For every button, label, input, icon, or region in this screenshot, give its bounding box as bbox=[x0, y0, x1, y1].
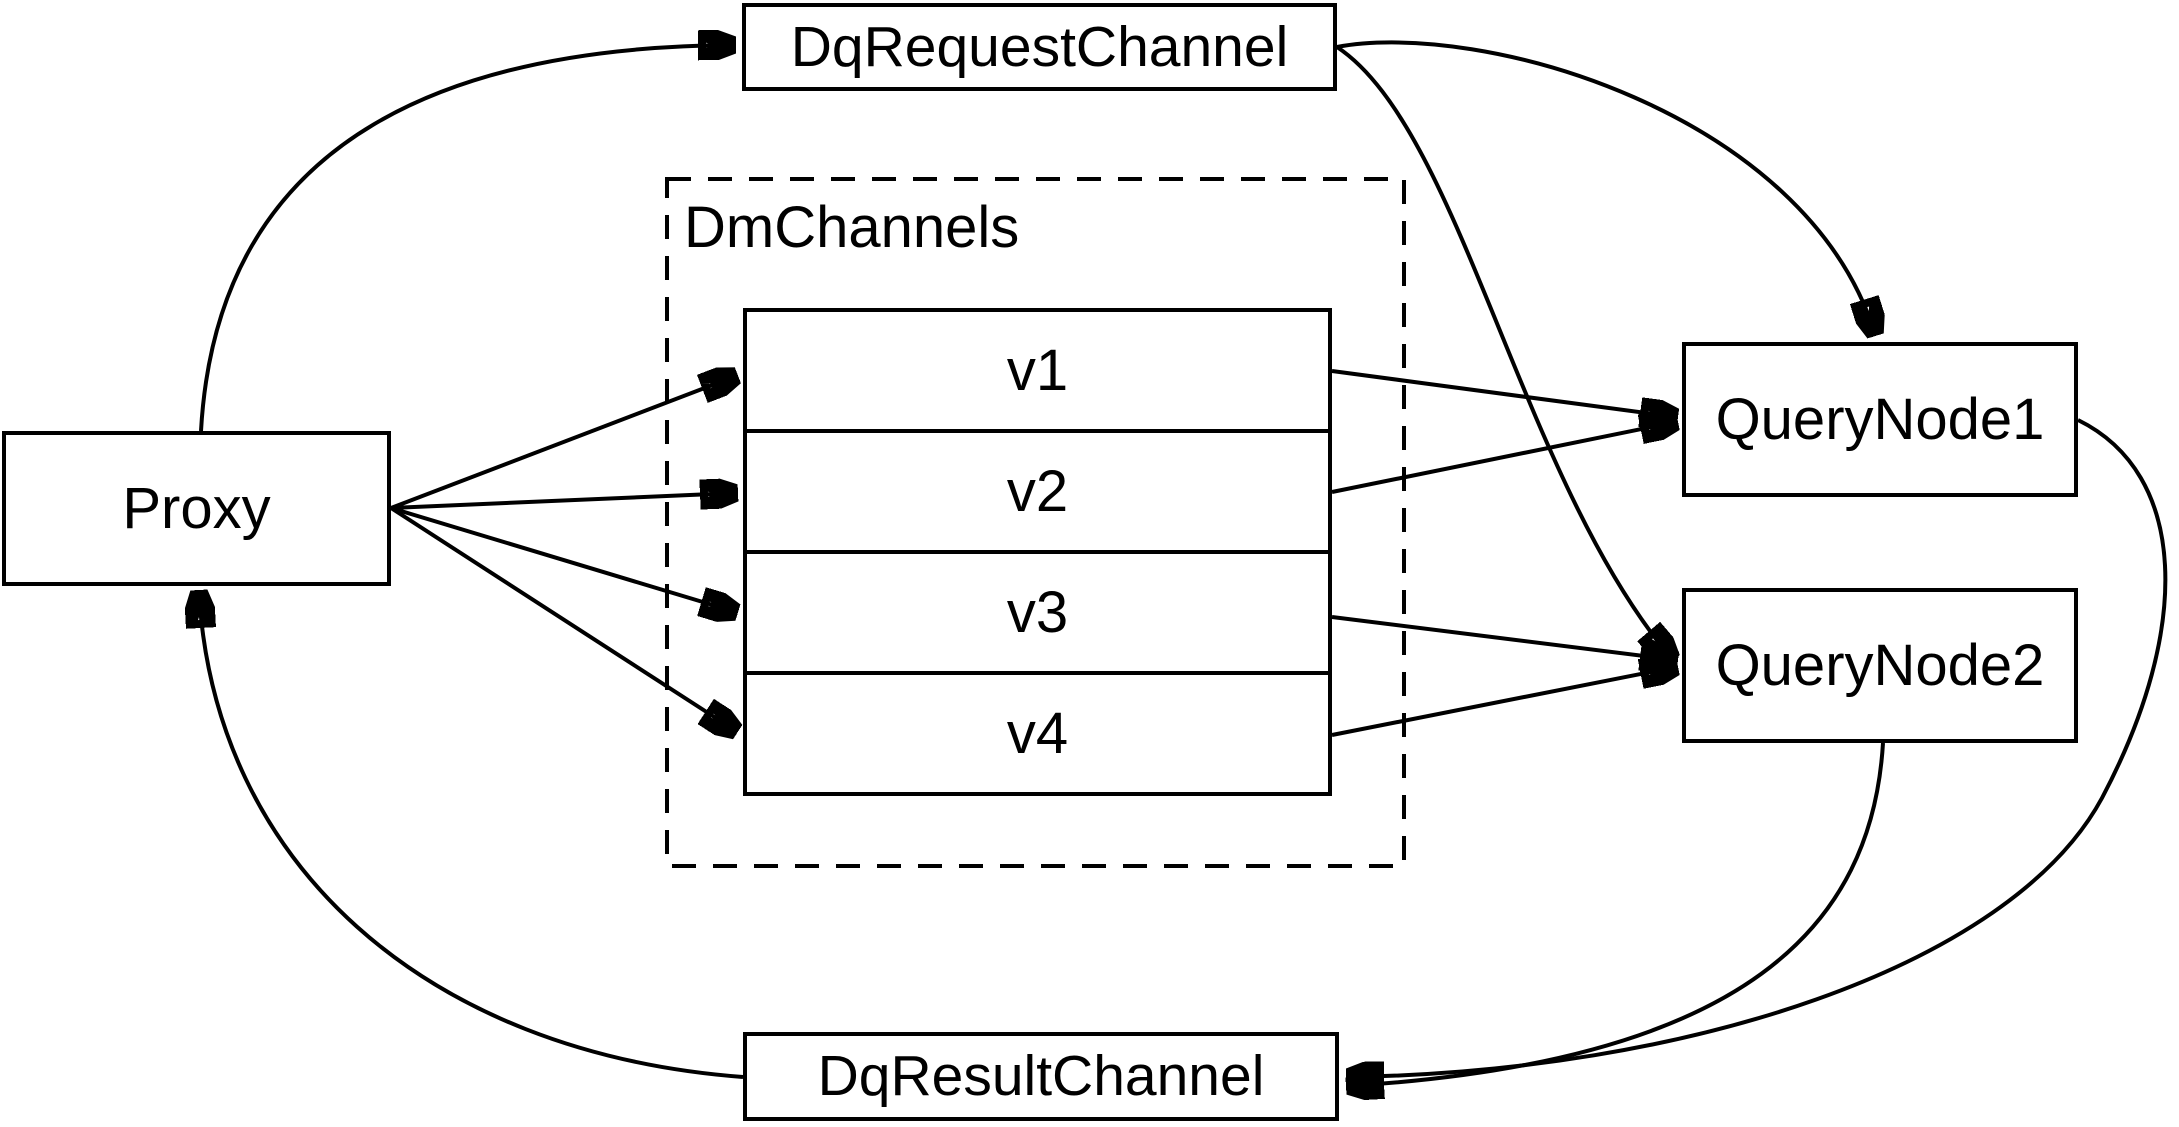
edge-proxy-to-v4 bbox=[389, 506, 736, 731]
node-proxy-label: Proxy bbox=[122, 475, 271, 541]
channel-row-v4: v4 bbox=[747, 671, 1328, 792]
edge-v4-to-querynode2 bbox=[1331, 667, 1676, 737]
edge-v3-to-querynode2 bbox=[1331, 615, 1676, 660]
channel-row-v1: v1 bbox=[747, 312, 1328, 429]
channel-v2-label: v2 bbox=[1006, 458, 1069, 524]
channel-v3-label: v3 bbox=[1006, 579, 1069, 645]
edge-querynode1-to-dqresultchannel bbox=[1348, 418, 2168, 1077]
edge-dqrequestchannel-to-querynode1 bbox=[1336, 40, 1875, 334]
node-querynode1-label: QueryNode1 bbox=[1715, 386, 2045, 452]
channel-row-v3: v3 bbox=[747, 550, 1328, 671]
node-dqresultchannel: DqResultChannel bbox=[743, 1032, 1339, 1121]
dmchannels-group-border bbox=[665, 177, 1406, 868]
edge-querynode2-to-dqresultchannel bbox=[1348, 742, 1885, 1086]
channel-row-v2: v2 bbox=[747, 429, 1328, 550]
node-proxy: Proxy bbox=[2, 431, 391, 586]
edge-v1-to-querynode1 bbox=[1331, 369, 1676, 417]
edge-proxy-to-v2 bbox=[390, 493, 736, 510]
node-dqresultchannel-label: DqResultChannel bbox=[817, 1044, 1265, 1108]
edge-proxy-to-v3 bbox=[390, 506, 736, 612]
dmchannels-stack: v1 v2 v3 v4 bbox=[743, 308, 1332, 796]
channel-v1-label: v1 bbox=[1006, 337, 1069, 403]
edge-dqrequestchannel-to-querynode2 bbox=[1335, 45, 1672, 659]
node-querynode1: QueryNode1 bbox=[1682, 342, 2078, 497]
edge-proxy-to-v1 bbox=[390, 376, 736, 510]
node-dqrequestchannel-label: DqRequestChannel bbox=[790, 14, 1289, 79]
node-dqrequestchannel: DqRequestChannel bbox=[742, 3, 1337, 91]
edge-v2-to-querynode1 bbox=[1331, 422, 1676, 494]
channel-v4-label: v4 bbox=[1006, 700, 1069, 766]
edge-proxy-to-dqrequestchannel bbox=[199, 45, 734, 432]
node-querynode2: QueryNode2 bbox=[1682, 588, 2078, 743]
dmchannels-group-label: DmChannels bbox=[684, 195, 1020, 260]
node-querynode2-label: QueryNode2 bbox=[1715, 632, 2045, 698]
edge-dqresultchannel-to-proxy bbox=[199, 592, 744, 1079]
